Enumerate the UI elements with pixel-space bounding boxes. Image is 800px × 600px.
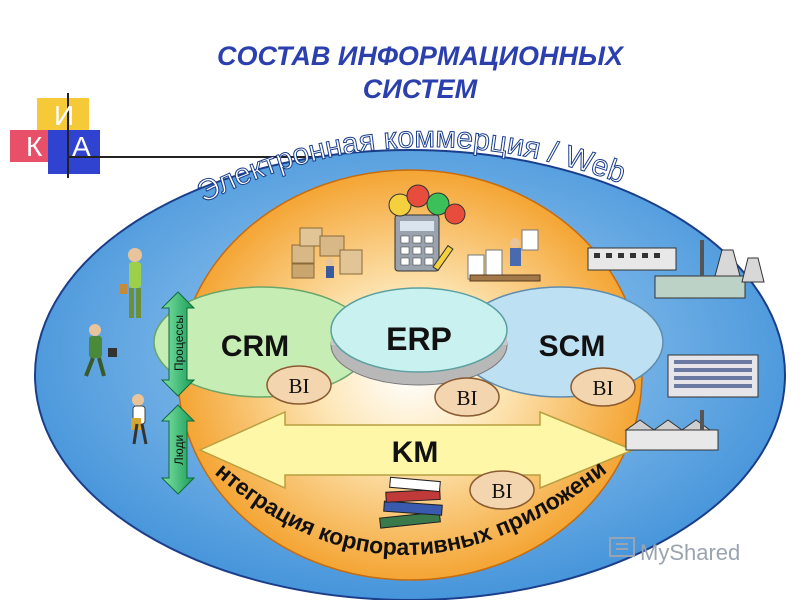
office-desk-papers-icon (467, 229, 541, 282)
factory-icon-top (587, 247, 677, 271)
bi-bubble-km (469, 470, 535, 510)
bi-label-scm: BI (593, 376, 614, 400)
crm-label: CRM (221, 330, 289, 363)
logo-letter-left: К (26, 131, 43, 162)
processes-arrow (160, 291, 196, 397)
person-walking-icon (84, 324, 117, 377)
processes-label: Процессы (172, 315, 186, 371)
scm-label: SCM (539, 330, 606, 363)
erp-disc (330, 287, 508, 373)
erp-label: ERP (386, 321, 452, 357)
bi-bubble-erp (434, 377, 500, 417)
title-line-1: СОСТАВ ИНФОРМАЦИОННЫХ (216, 41, 624, 71)
people-arrow (160, 404, 196, 495)
power-plant-icon (654, 240, 765, 299)
logo-letter-right: А (72, 131, 91, 162)
office-building-icon (667, 354, 759, 398)
calculator-numbers-icon (388, 184, 466, 272)
logo-horizontal-line (68, 156, 468, 158)
km-label: KM (392, 436, 439, 469)
bi-label-km: BI (492, 479, 513, 503)
bi-bubble-crm (266, 365, 332, 405)
factory-icon-bottom (624, 410, 719, 451)
bi-label-erp: BI (457, 386, 478, 410)
watermark-logo-icon (609, 537, 635, 557)
books-icon (379, 476, 443, 529)
logo-square-blue (48, 130, 100, 174)
logo-vertical-line (67, 93, 69, 178)
bi-bubble-scm (570, 367, 636, 407)
logo-letter-top: И (54, 100, 75, 131)
warehouse-boxes-icon (291, 227, 363, 279)
person-carrying-icon (131, 394, 148, 445)
page-title: СОСТАВ ИНФОРМАЦИОННЫХ СИСТЕМ (160, 40, 680, 106)
logo-square-yellow (37, 98, 89, 132)
people-label: Люди (172, 435, 186, 465)
title-line-2: СИСТЕМ (362, 74, 478, 104)
watermark: MyShared (640, 540, 741, 565)
bi-label-crm: BI (289, 374, 310, 398)
person-standing-icon (120, 248, 142, 318)
